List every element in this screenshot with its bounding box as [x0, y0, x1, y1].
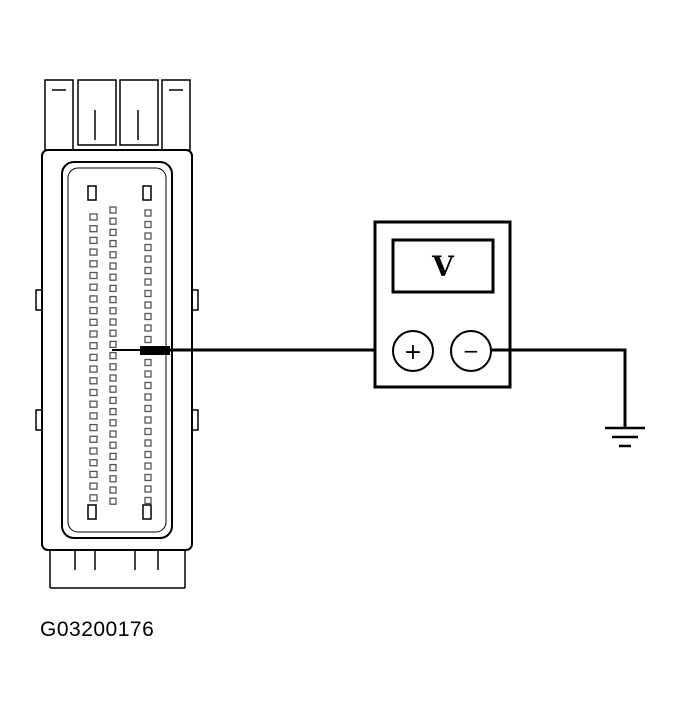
connector-pin [89, 377, 98, 385]
ground-icon [605, 426, 645, 448]
connector-pin [89, 260, 98, 268]
voltmeter: V + − [373, 220, 512, 389]
connector-pin [89, 423, 98, 432]
connector-pin [89, 400, 98, 408]
connector-pin [89, 342, 98, 350]
connector-latch-right [191, 289, 199, 311]
connector-pin [109, 419, 117, 427]
connector-pin [144, 255, 152, 263]
figure-id: G03200176 [40, 618, 155, 641]
connector-pin [144, 450, 152, 459]
connector-pin [89, 213, 98, 221]
connector-pin [89, 330, 98, 338]
connector-top-tabs [44, 79, 191, 151]
connector-pin [109, 486, 117, 494]
connector-pin [109, 407, 117, 416]
connector-pin [89, 388, 98, 397]
voltmeter-display [391, 238, 495, 294]
positive-terminal [392, 330, 434, 372]
connector-pin [144, 266, 152, 275]
connector-pin [109, 217, 117, 225]
connector-pin [89, 306, 98, 315]
connector-pin [109, 307, 117, 315]
connector-pin [144, 381, 152, 390]
connector-pin [89, 271, 98, 280]
connector-pin [144, 462, 152, 470]
connector-pin [144, 473, 152, 482]
connector-pin [89, 447, 98, 455]
connector-pin [109, 363, 117, 371]
connector-pin [109, 329, 117, 337]
negative-terminal-symbol: − [463, 339, 480, 363]
connector-pin [89, 435, 98, 443]
connector-pin [144, 416, 152, 424]
connector-pin [109, 206, 117, 214]
negative-test-lead [491, 348, 627, 428]
connector-pin [144, 485, 152, 493]
connector-pin [144, 278, 152, 286]
connector-pin [109, 497, 117, 505]
connector-pin [109, 385, 117, 393]
connector-pin [144, 335, 152, 344]
connector-pin [109, 430, 117, 438]
connector-pin [144, 301, 152, 309]
connector-pin [109, 273, 117, 281]
connector-pin [89, 295, 98, 303]
connector-pin [144, 427, 152, 436]
connector-pin [144, 289, 152, 298]
connector-pin [109, 318, 117, 326]
connector-pin [89, 353, 98, 362]
connector-pin [144, 232, 152, 240]
connector-pin [109, 475, 117, 483]
test-probe [112, 346, 170, 355]
connector-bottom-leads [49, 550, 186, 589]
connector-pins [89, 206, 152, 505]
connector-pin [89, 494, 98, 502]
connector-pin [89, 459, 98, 467]
positive-terminal-symbol: + [404, 340, 422, 365]
connector-pin [89, 482, 98, 490]
connector-pin [109, 295, 117, 304]
connector-pin [89, 365, 98, 373]
connector-pin [144, 358, 152, 367]
connector-pin [144, 209, 152, 217]
connector-pin [89, 236, 98, 245]
connector-pin [144, 312, 152, 321]
connector-pin [89, 470, 98, 479]
connector-pin [109, 251, 117, 259]
connector-pin [109, 452, 117, 461]
connector-pin [144, 243, 152, 252]
connector-pin [109, 374, 117, 382]
connector-pin [109, 441, 117, 449]
connector-pin [89, 283, 98, 291]
connector-pin [109, 239, 117, 248]
voltmeter-display-label: V [431, 250, 455, 283]
connector-pin [144, 220, 152, 229]
connector-pin [109, 396, 117, 405]
connector-pin [89, 318, 98, 326]
connector-pin [109, 284, 117, 293]
connector-latch-left [35, 289, 43, 311]
connector-pin [89, 248, 98, 256]
connector-pin [109, 228, 117, 237]
connector-pin [144, 370, 152, 378]
connector-pin [109, 262, 117, 270]
connector-pin [89, 225, 98, 233]
connector-pin [144, 324, 152, 332]
connector-pin [144, 393, 152, 401]
connector-pin [109, 351, 117, 360]
connector-pin [89, 412, 98, 420]
connector-pin [109, 340, 117, 349]
ecu-connector [35, 79, 199, 589]
connector-pin [109, 463, 117, 472]
connector-pin [144, 439, 152, 447]
connector-pin [144, 404, 152, 413]
connector-pin [144, 496, 152, 505]
